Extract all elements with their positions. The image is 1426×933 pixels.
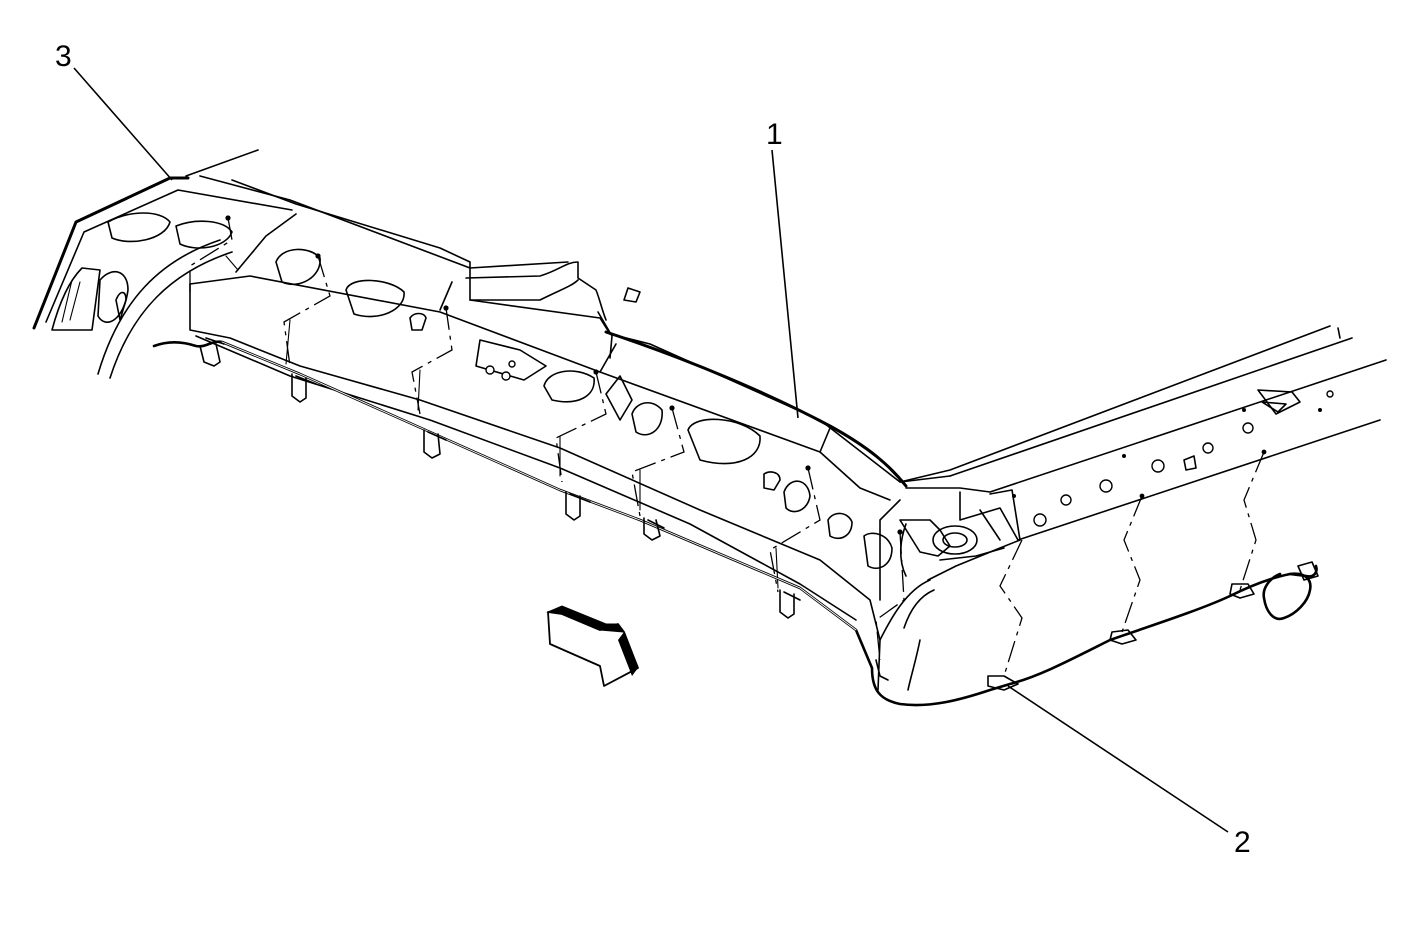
- callout-2-leader: [1007, 685, 1229, 833]
- harness-clip: [875, 659, 889, 681]
- harness-clip: [643, 517, 661, 541]
- forward-arrow-icon: [546, 605, 639, 687]
- harness-clip: [1229, 583, 1255, 599]
- callout-1-leader: [771, 149, 799, 419]
- harness-clip: [987, 675, 1019, 691]
- callout-2: 2: [1234, 826, 1251, 859]
- callout-3: 3: [55, 40, 72, 73]
- harness-clip: [565, 491, 581, 521]
- callout-1: 1: [766, 118, 783, 151]
- harness-clips: [199, 337, 1255, 691]
- harness-clip: [423, 429, 441, 459]
- rear-body-panel: [189, 179, 951, 570]
- left-quarter-panel: [32, 149, 569, 379]
- right-floor-panel: [899, 325, 1387, 581]
- harness-clip: [779, 589, 795, 619]
- harness-clip: [291, 373, 307, 403]
- upper-fasteners: [225, 215, 903, 535]
- attachment-dash-lines: [189, 217, 1265, 677]
- harness-clip: [199, 343, 221, 367]
- callout-3-leader: [73, 67, 173, 181]
- harness-clip: [1109, 629, 1137, 645]
